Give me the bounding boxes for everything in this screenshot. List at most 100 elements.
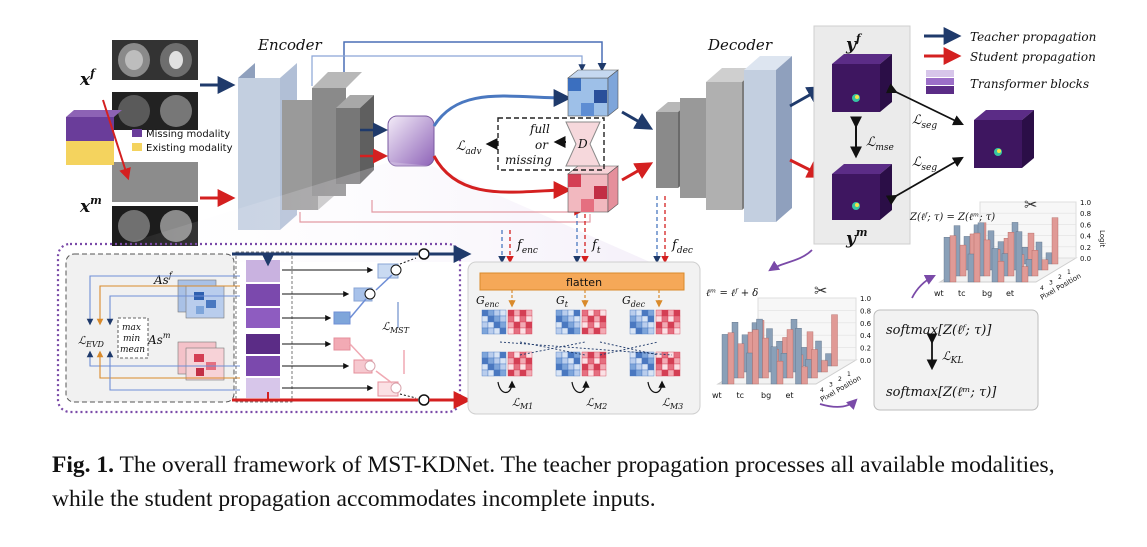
z-tick-label: 0.8 xyxy=(1080,210,1091,218)
gram-matrix xyxy=(481,309,533,335)
caption-text: The overall framework of MST-KDNet. The … xyxy=(52,452,1055,512)
gram-cell xyxy=(661,321,669,329)
gram-cell xyxy=(499,321,507,329)
student-bar xyxy=(801,366,808,385)
gram-matrix xyxy=(481,351,533,377)
disc-input-missing: missing xyxy=(505,153,552,167)
kl-loss-label: ℒKL xyxy=(942,349,963,366)
gram-cell xyxy=(673,309,681,317)
teacher-bar xyxy=(721,334,729,385)
gram-cell xyxy=(481,309,489,317)
gram-cell xyxy=(673,369,681,377)
gram-cell xyxy=(593,321,601,329)
gram-cell xyxy=(499,315,507,323)
z-tick-label: 1.0 xyxy=(1080,199,1091,207)
adv-loss-label: ℒadv xyxy=(456,139,482,157)
gram-cell xyxy=(567,363,575,371)
f-enc-label: fenc xyxy=(516,238,538,256)
seg-loss-bottom: ℒseg xyxy=(912,155,937,173)
gram-cell xyxy=(647,369,655,377)
gram-cell xyxy=(567,351,575,359)
g-enc-label: Genc xyxy=(476,294,500,309)
gram-cell xyxy=(493,369,501,377)
pixel-tick-label: 1 xyxy=(847,371,851,378)
gram-cell xyxy=(513,351,521,359)
gram-cell xyxy=(513,363,521,371)
gram-cell xyxy=(493,357,501,365)
flatten-label: flatten xyxy=(566,276,602,289)
gram-cell xyxy=(561,351,569,359)
seg-loss-top: ℒseg xyxy=(912,113,937,131)
gram-cell xyxy=(581,369,589,377)
gram-cell xyxy=(555,327,563,335)
gram-cell xyxy=(487,351,495,359)
pixel-tick-label: 1 xyxy=(1067,269,1071,276)
gram-cell xyxy=(481,369,489,377)
gram-cell xyxy=(499,351,507,359)
input-full-label: xf xyxy=(79,67,97,90)
feature-taps xyxy=(498,196,669,264)
z-tick-label: 0.2 xyxy=(1080,244,1091,252)
discriminator-label: D xyxy=(577,137,588,151)
gram-cell xyxy=(481,315,489,323)
gram-cell xyxy=(507,363,515,371)
gram-cell xyxy=(493,315,501,323)
z-tick-label: 0.6 xyxy=(860,320,872,328)
gram-cell xyxy=(635,309,643,317)
gram-cell xyxy=(661,369,669,377)
logit-relation-label: ℓᵐ = ℓᶠ + δ xyxy=(706,288,758,299)
z-tick-label: 0.6 xyxy=(1080,221,1092,229)
gram-cell xyxy=(635,327,643,335)
teacher-transformer-stack xyxy=(246,260,280,328)
student-bar xyxy=(727,332,735,385)
student-output-label: ym xyxy=(845,226,868,249)
gram-cell xyxy=(667,363,675,371)
gram-cell xyxy=(593,351,601,359)
gram-cell xyxy=(667,327,675,335)
gram-cell xyxy=(667,357,675,365)
gram-cell xyxy=(667,321,675,329)
gram-cell xyxy=(661,315,669,323)
student-bar xyxy=(1031,250,1039,277)
gram-cell xyxy=(641,327,649,335)
gram-cell xyxy=(573,357,581,365)
gram-cell xyxy=(573,327,581,335)
teacher-bar xyxy=(991,248,999,283)
gram-cell xyxy=(567,321,575,329)
gram-cell xyxy=(581,357,589,365)
category-label: wt xyxy=(934,289,944,298)
gram-cell xyxy=(661,363,669,371)
gram-cell xyxy=(647,309,655,317)
gram-cell xyxy=(487,327,495,335)
gram-cell xyxy=(581,321,589,329)
gram-cell xyxy=(573,363,581,371)
gram-matrix xyxy=(555,309,607,335)
gram-cell xyxy=(561,321,569,329)
student-bar xyxy=(752,329,759,385)
gram-cell xyxy=(519,315,527,323)
m3-loss-label: ℒM3 xyxy=(662,396,683,411)
input-missing-label: xm xyxy=(79,194,102,217)
mst-loss-label: ℒMST xyxy=(382,320,410,335)
gram-cell xyxy=(667,309,675,317)
student-bar xyxy=(762,337,769,379)
gram-cell xyxy=(555,363,563,371)
student-bar xyxy=(949,235,957,283)
teacher-output-volume xyxy=(832,54,892,112)
gram-cell xyxy=(593,363,601,371)
gram-cell xyxy=(655,309,663,317)
z-tick-label: 0.4 xyxy=(860,332,872,340)
evd-loss-label: ℒEVD xyxy=(78,334,105,349)
gram-cell xyxy=(519,357,527,365)
gram-cell xyxy=(641,315,649,323)
student-legend-label: Student propagation xyxy=(970,50,1096,64)
gram-cell xyxy=(635,321,643,329)
z-tick-label: 0.0 xyxy=(1080,255,1091,263)
student-bar xyxy=(811,349,818,379)
z-axis-label: Logit xyxy=(1098,230,1106,247)
kl-box xyxy=(873,309,1039,411)
discriminator-shape xyxy=(565,121,601,167)
gram-cell xyxy=(629,309,637,317)
gram-cell xyxy=(647,321,655,329)
student-bar xyxy=(786,329,794,379)
